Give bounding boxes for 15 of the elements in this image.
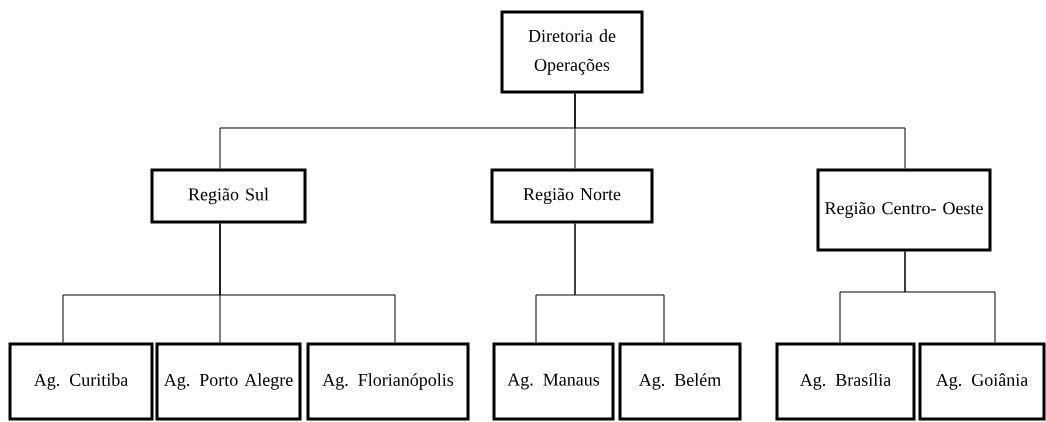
connector-line [219, 223, 396, 343]
org-box: Região Centro- Oeste [816, 168, 992, 252]
org-box: Ag. Belém [618, 342, 742, 421]
org-box: Ag. Porto Alegre [155, 342, 302, 421]
org-box: Ag. Curitiba [8, 342, 154, 421]
org-box: Ag. Goiânia [918, 342, 1046, 421]
connector-line [574, 93, 906, 169]
org-box: Região Norte [490, 168, 654, 224]
org-box: Ag. Manaus [492, 342, 615, 421]
org-box: Ag. Florianópolis [306, 342, 470, 421]
connector-line [574, 223, 665, 343]
org-box: Ag. Brasília [775, 342, 916, 421]
connector-line [904, 251, 996, 343]
org-box: Região Sul [150, 168, 307, 224]
org-box: Diretoria de Operações [500, 10, 644, 94]
